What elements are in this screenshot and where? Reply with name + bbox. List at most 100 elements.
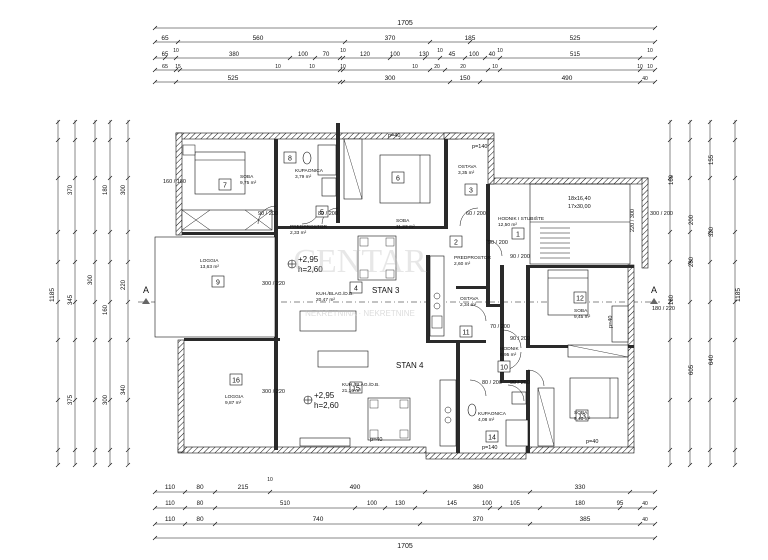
walls	[175, 123, 649, 460]
room-number: 9	[216, 280, 220, 287]
room-number-box	[497, 360, 511, 373]
dim-tick	[667, 175, 673, 181]
dim-tick	[427, 39, 433, 45]
dim-label: 95	[617, 501, 624, 507]
room-area: 6,95 m²	[500, 352, 517, 358]
kitchen-counter-icon	[439, 379, 457, 447]
dim-tick	[182, 505, 188, 511]
dim-label: 10	[412, 64, 418, 70]
section-arrow-right	[650, 298, 658, 304]
door-label: 90 / 200	[510, 380, 530, 386]
dim-tick	[627, 489, 633, 495]
section-arrow-left	[142, 298, 150, 304]
room-name: KUPAONICA	[295, 168, 324, 174]
dining-table-icon	[357, 235, 397, 281]
room-area: 2,60 m²	[454, 261, 471, 267]
dim-tick	[687, 229, 693, 235]
wardrobe-12	[611, 305, 629, 343]
dim-tick	[652, 489, 658, 495]
dim-tick	[732, 259, 738, 265]
dim-label: 150	[460, 75, 471, 82]
dim-tick	[497, 55, 503, 61]
dim-label: 10	[267, 477, 273, 483]
dim-label: 45	[449, 52, 456, 58]
room-area: 11,23 m²	[396, 224, 415, 230]
dim-tick	[667, 259, 673, 265]
top-dimensions: 1705	[152, 20, 658, 85]
dim-tick	[732, 337, 738, 343]
dim-label: 370	[385, 35, 396, 42]
dim-tick	[107, 259, 113, 265]
dim-label: 280	[689, 256, 695, 267]
dim-tick	[125, 299, 131, 305]
dim-label: 320	[709, 226, 715, 237]
dim-tick	[92, 229, 98, 235]
dim-tick	[162, 55, 168, 61]
dim-tick	[652, 25, 658, 31]
opening-labels: 160 / 180 90 / 200 80 / 200 60 / 200 90 …	[163, 133, 675, 451]
room-number: 16	[232, 378, 240, 385]
staircase: 18x16,40 17x30,00	[529, 183, 631, 265]
dim-tick	[667, 462, 673, 468]
dim-tick	[497, 505, 503, 511]
dim-tick	[422, 489, 428, 495]
dim-tick	[152, 79, 158, 85]
sill-label: p=40	[388, 133, 400, 139]
dim-label: 20	[434, 64, 440, 70]
dim-label: 180	[103, 184, 109, 195]
dim-tick	[125, 337, 131, 343]
dim-label: 525	[570, 35, 581, 42]
dim-tick	[107, 229, 113, 235]
dim-label: 300	[121, 184, 127, 195]
dim-tick	[107, 299, 113, 305]
room-area: 4,08 m²	[478, 417, 495, 423]
room-name: SOBA	[396, 218, 410, 224]
dim-tick	[667, 137, 673, 143]
left-dimensions: 1185 370 345 375 300 340 180 160 300 300…	[49, 120, 129, 465]
dim-tick	[72, 299, 78, 305]
room-area: 2,34 m²	[460, 302, 477, 308]
dim-tick	[55, 337, 61, 343]
stan3-name: STAN 3	[372, 286, 400, 295]
room-name: KUH./BLAG./D.B.	[342, 382, 380, 388]
room-name: LOGGIA	[200, 258, 219, 264]
room-area: 13,63 m²	[200, 264, 219, 270]
room-name: OSTAVA	[458, 164, 477, 170]
dim-label: 145	[447, 501, 458, 507]
dim-tick	[152, 67, 158, 73]
dim-tick	[72, 397, 78, 403]
dim-tick	[55, 462, 61, 468]
stairs-label-1: 18x16,40	[568, 196, 591, 202]
room-number: 14	[488, 435, 496, 442]
dim-tick	[422, 55, 428, 61]
room-number-box	[218, 178, 232, 191]
dim-tick	[707, 337, 713, 343]
sill-label: p=40	[370, 437, 382, 443]
dim-tick	[107, 175, 113, 181]
dim-label: 10	[647, 64, 653, 70]
door-label: 90 / 200	[510, 336, 530, 342]
room-number-box	[349, 381, 363, 394]
bottom-dimensions: 110 80 215 490 360 330 10 110 80 510 100…	[155, 477, 655, 550]
dim-label: 130	[395, 501, 406, 507]
dim-tick	[92, 119, 98, 125]
dim-label: 10	[437, 48, 443, 54]
room-name: KUPAONICA	[478, 411, 507, 417]
dim-label: 10	[340, 48, 346, 54]
dim-tick	[175, 39, 181, 45]
dim-tick	[412, 505, 418, 511]
dim-label: 80	[197, 501, 204, 507]
wardrobe-7	[181, 209, 273, 231]
dim-label: 10	[497, 48, 503, 54]
dim-tick	[667, 397, 673, 403]
dim-label: 380	[229, 52, 240, 58]
dim-label: 10	[340, 64, 346, 70]
room-area: 9,87 m²	[225, 400, 242, 406]
room-number-box	[211, 275, 225, 288]
dim-tick	[92, 462, 98, 468]
dim-label: 300	[385, 75, 396, 82]
room-name: SOBA	[574, 410, 588, 416]
dim-label: 20	[460, 64, 466, 70]
room-number-box	[391, 171, 405, 184]
dim-tick	[125, 397, 131, 403]
